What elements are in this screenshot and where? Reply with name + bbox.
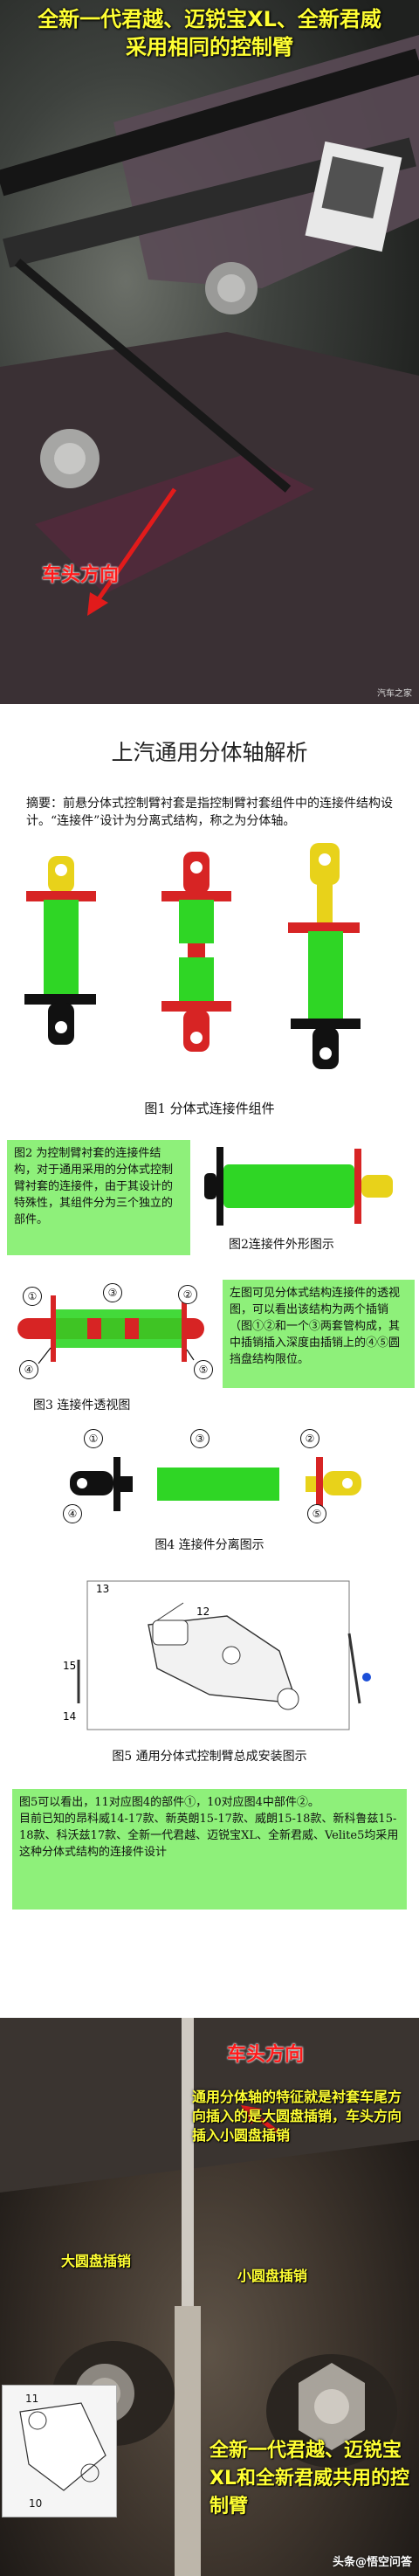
- figure-2-description: 图2 为控制臂衬套的连接件结构，对于通用采用的分体式控制臂衬套的连接件，由于其设…: [7, 1140, 190, 1255]
- figure-5-drawing: [77, 1580, 371, 1730]
- big-pin-label: 大圆盘插销: [61, 2253, 132, 2269]
- diagram-label-14: 14: [63, 1710, 77, 1723]
- photo-banner: 全新一代君越、迈锐宝XL、全新君威 采用相同的控制臂: [0, 5, 419, 61]
- fig4-callout-5: ⑤: [307, 1504, 326, 1523]
- figure-4-drawing: [70, 1457, 361, 1511]
- watermark-text: 汽车之家: [377, 689, 412, 699]
- direction-label-2: 车头方向: [227, 2044, 305, 2066]
- direction-label: 车头方向: [42, 564, 120, 586]
- feature-description: 通用分体轴的特征就是衬套车尾方向插入的是大圆盘插销，车头方向插入小圆盘插销: [192, 2089, 402, 2144]
- small-pin-label: 小圆盘插销: [237, 2268, 308, 2284]
- callout-5: ⑤: [194, 1360, 213, 1379]
- figure-3-description: 左图可见分体式结构连接件的透视图，可以看出该结构为两个插销（图①②和一个③两套管…: [223, 1280, 415, 1388]
- bottom-caption: 全新一代君越、迈锐宝XL和全新君威共用的控制臂: [210, 2440, 409, 2517]
- callout-1: ①: [23, 1287, 42, 1306]
- suspension-photo-illustration: [0, 35, 419, 704]
- callout-3: ③: [103, 1283, 122, 1302]
- banner-line-2: 采用相同的控制臂: [126, 35, 293, 59]
- inset-label-11: 11: [25, 2393, 39, 2405]
- figure-3-drawing: [17, 1295, 204, 1364]
- bottom-watermark: 头条@悟空问答: [332, 2556, 412, 2569]
- figure-4-caption: 图4 连接件分离图示: [155, 1538, 264, 1552]
- diagram-label-13: 13: [96, 1583, 110, 1595]
- figure-1-drawing: [24, 843, 361, 1069]
- figure-5-caption: 图5 通用分体式控制臂总成安装图示: [112, 1750, 307, 1764]
- callout-4: ④: [19, 1360, 38, 1379]
- top-photo: 全新一代君越、迈锐宝XL、全新君威 采用相同的控制臂 车头方向 汽车之家: [0, 0, 419, 704]
- figure-3-panel: ① ③ ② ④ ⑤: [7, 1280, 216, 1383]
- figure-3-caption: 图3 连接件透视图: [33, 1398, 131, 1412]
- fig4-callout-2: ②: [300, 1429, 319, 1448]
- fig4-callout-1: ①: [84, 1429, 103, 1448]
- inset-diagram: 11 10: [2, 2385, 117, 2517]
- figure-5-description: 图5可以看出，11对应图4的部件①，10对应图4中部件②。 目前已知的昂科威14…: [12, 1789, 407, 1910]
- abstract-text: 摘要：前悬分体式控制臂衬套是指控制臂衬套组件中的连接件结构设计。“连接件”设计为…: [26, 797, 393, 828]
- banner-line-1: 全新一代君越、迈锐宝XL、全新君威: [38, 7, 381, 31]
- bushing-photo-illustration: [0, 2018, 419, 2576]
- callout-2: ②: [178, 1285, 197, 1304]
- fig4-callout-3: ③: [190, 1429, 210, 1448]
- figure-2-drawing: [204, 1147, 393, 1226]
- diagram-label-12: 12: [196, 1606, 210, 1618]
- inset-label-10: 10: [29, 2497, 43, 2510]
- bottom-photo: 11 10 车头方向 通用分体轴的特征就是衬套车尾方向插入的是大圆盘插销，车头方…: [0, 2018, 419, 2576]
- inset-arm-drawing: [19, 2402, 106, 2491]
- section-title: 上汽通用分体轴解析: [111, 740, 308, 765]
- fig4-callout-4: ④: [63, 1504, 82, 1523]
- figure-1-caption: 图1 分体式连接件组件: [144, 1101, 275, 1116]
- figure-2-caption: 图2连接件外形图示: [229, 1238, 334, 1252]
- diagram-label-15: 15: [63, 1660, 77, 1672]
